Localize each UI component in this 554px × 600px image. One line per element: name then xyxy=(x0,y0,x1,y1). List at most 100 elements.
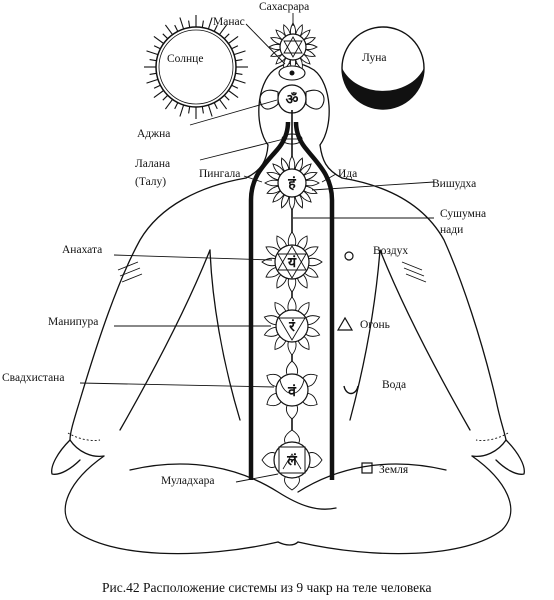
labels: Сахасрара Манас Солнце Луна Аджна Лалана… xyxy=(2,1,486,487)
label-air: Воздух xyxy=(373,245,408,257)
svadhisthana-syllable: वं xyxy=(287,384,297,400)
label-manipura: Манипура xyxy=(48,316,98,328)
body-outline xyxy=(51,62,525,555)
sun-ray xyxy=(207,17,213,30)
leader-lines xyxy=(79,13,435,483)
moon-symbol xyxy=(341,26,425,110)
label-water: Вода xyxy=(382,379,406,391)
sun-ray xyxy=(153,35,164,44)
anahata-petal xyxy=(305,257,323,267)
sun-ray xyxy=(162,33,169,40)
sun-ray xyxy=(153,84,161,89)
fire-symbol xyxy=(336,316,354,331)
air-symbol xyxy=(344,251,354,261)
label-sushumna-2: нади xyxy=(440,224,463,236)
vishuddha-chakra: हं xyxy=(264,155,320,211)
sun-ray xyxy=(153,90,164,99)
vishuddha-petal xyxy=(288,194,296,211)
manipura-syllable: रं xyxy=(288,319,296,335)
sun-ray xyxy=(213,102,218,110)
label-muladhara: Муладхара xyxy=(161,475,214,487)
pingala-nadi xyxy=(248,121,291,480)
vishuddha-petal xyxy=(266,172,282,181)
sun-ray xyxy=(146,50,159,56)
vishuddha-petal xyxy=(302,172,318,181)
vishuddha-petal xyxy=(281,157,290,173)
label-ida: Ида xyxy=(338,168,357,180)
vishuddha-petal xyxy=(302,185,318,194)
anahata-chakra: यं xyxy=(261,231,323,293)
anahata-petal xyxy=(287,231,297,249)
anahata-petal xyxy=(287,275,297,293)
sun-ray xyxy=(164,99,173,110)
vishuddha-petal xyxy=(294,193,303,209)
sun-ray xyxy=(179,104,185,117)
sun-ray xyxy=(174,24,179,32)
muladhara-syllable: लं xyxy=(286,453,297,469)
svadhisthana-petal xyxy=(285,402,299,420)
label-lalana: Лалана xyxy=(135,158,170,170)
svadhisthana-chakra: वं xyxy=(266,360,318,420)
vishuddha-petal xyxy=(264,179,281,187)
label-vishuddha: Вишудха xyxy=(432,178,476,190)
sun-ray xyxy=(235,72,243,75)
label-pingala: Пингала xyxy=(199,168,240,180)
sun-ray xyxy=(153,45,161,50)
sun-ray xyxy=(228,90,239,99)
ajna-chakra: ॐ xyxy=(259,84,325,114)
svadhisthana-petal xyxy=(285,360,299,378)
sun-ray xyxy=(162,94,169,101)
sun-ray xyxy=(219,24,228,35)
vishuddha-petal xyxy=(303,179,320,187)
sun-ray xyxy=(223,94,230,101)
sun-ray xyxy=(201,20,204,28)
label-earth: Земля xyxy=(379,464,409,476)
label-sushumna: Сушумна xyxy=(440,208,486,220)
manas-chakra xyxy=(278,65,306,81)
sun-ray xyxy=(233,78,246,84)
label-fire: Огонь xyxy=(360,319,390,331)
sun-ray xyxy=(235,59,243,62)
manipura-petal xyxy=(287,338,297,356)
label-lalana-alt: (Талу) xyxy=(135,176,166,188)
sun-ray xyxy=(213,24,218,32)
vishuddha-petal xyxy=(288,155,296,172)
vishuddha-petal xyxy=(294,157,303,173)
label-manas: Манас xyxy=(213,16,245,28)
label-anahata: Анахата xyxy=(62,244,102,256)
label-sahasrara: Сахасрара xyxy=(259,1,309,13)
sun-ray xyxy=(149,72,157,75)
sun-ray xyxy=(188,106,191,114)
label-ajna: Аджна xyxy=(137,128,170,140)
sun-ray xyxy=(223,33,230,40)
sun-ray xyxy=(174,102,179,110)
ida-nadi xyxy=(293,121,335,480)
sahasrara-lotus xyxy=(268,22,318,72)
vishuddha-petal xyxy=(266,185,282,194)
manipura-petal xyxy=(287,296,297,314)
sun-ray xyxy=(149,59,157,62)
sun-ray xyxy=(233,50,246,56)
figure-caption: Рис.42 Расположение системы из 9 чакр на… xyxy=(102,580,431,595)
label-svadhisthana: Свадхистана xyxy=(2,372,64,384)
vishuddha-petal xyxy=(281,193,290,209)
label-sun: Солнце xyxy=(167,53,203,65)
sun-ray xyxy=(164,24,173,35)
ajna-syllable: ॐ xyxy=(286,91,299,108)
sun-ray xyxy=(207,104,213,117)
label-moon: Луна xyxy=(362,52,387,64)
sun-ray xyxy=(188,20,191,28)
muladhara-chakra: लं xyxy=(261,429,323,491)
sun-ray xyxy=(228,35,239,44)
sun-ray xyxy=(146,78,159,84)
sun-ray xyxy=(231,84,239,89)
manipura-chakra: रं xyxy=(263,296,321,356)
earth-symbol xyxy=(361,462,373,474)
sun-ray xyxy=(219,99,228,110)
anahata-syllable: यं xyxy=(287,255,297,271)
sun-ray xyxy=(231,45,239,50)
sun-ray xyxy=(201,106,204,114)
water-symbol xyxy=(343,385,359,395)
